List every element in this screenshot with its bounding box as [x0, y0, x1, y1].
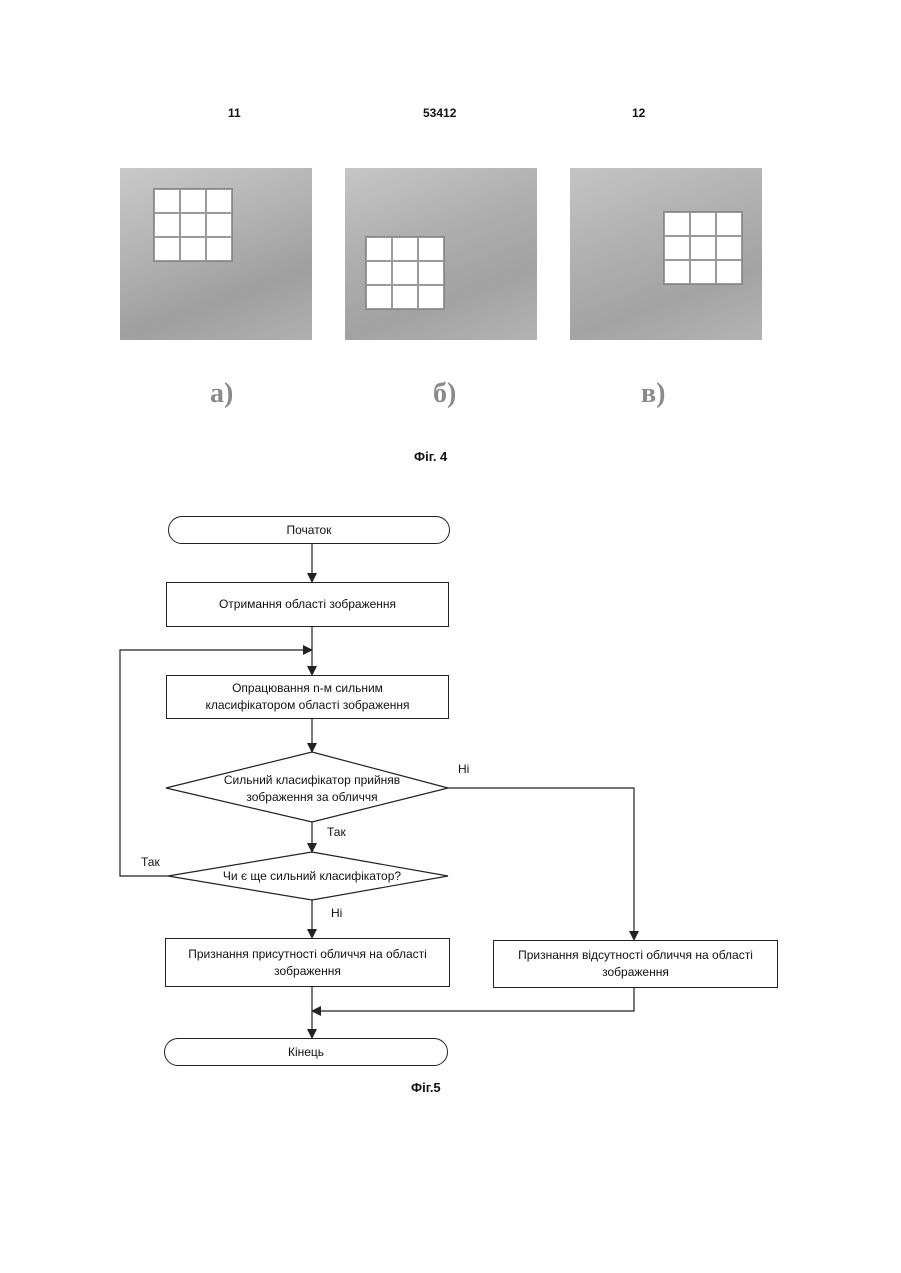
branch-label-no-1: Ні [458, 762, 469, 776]
figure-5-caption: Фіг.5 [411, 1080, 441, 1095]
decision-more-classifiers-text: Чи є ще сильний класифікатор? [196, 868, 428, 885]
branch-label-yes-2: Так [141, 855, 160, 869]
get-image-region-step: Отримання області зображення [166, 582, 449, 627]
process-step-line-2: класифікатором області зображення [205, 697, 409, 714]
face-absent-line-1: Признання відсутності обличчя на області [518, 947, 753, 964]
end-terminal: Кінець [164, 1038, 448, 1066]
face-present-line-2: зображення [274, 963, 341, 980]
decision-accept-line-1: Сильний класифікатор прийняв [196, 772, 428, 789]
process-strong-classifier-step: Опрацювання n-м сильним класифікатором о… [166, 675, 449, 719]
face-present-line-1: Признання присутності обличчя на області [188, 946, 427, 963]
branch-label-no-2: Ні [331, 906, 342, 920]
process-step-line-1: Опрацювання n-м сильним [232, 680, 383, 697]
branch-label-yes-1: Так [327, 825, 346, 839]
face-absent-step: Признання відсутності обличчя на області… [493, 940, 778, 988]
face-absent-line-2: зображення [602, 964, 669, 981]
decision-accept-line-2: зображення за обличчя [196, 789, 428, 806]
face-present-step: Признання присутності обличчя на області… [165, 938, 450, 987]
decision-accept-text: Сильний класифікатор прийняв зображення … [196, 772, 428, 806]
start-terminal: Початок [168, 516, 450, 544]
